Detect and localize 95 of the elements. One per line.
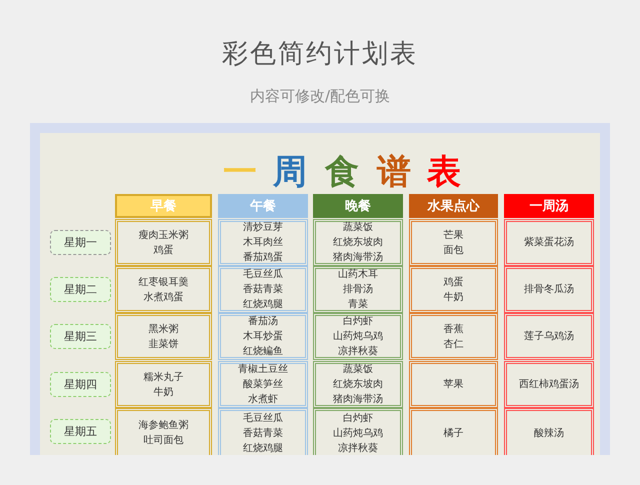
- menu-item: 酸辣汤: [534, 426, 564, 440]
- menu-item: 红烧鸡腿: [243, 298, 283, 312]
- menu-item: 芒果: [444, 228, 464, 242]
- menu-item: 酸菜笋丝: [243, 378, 283, 392]
- menu-item: 面包: [444, 244, 464, 258]
- menu-item: 猪肉海带汤: [333, 250, 383, 265]
- table-cell: [409, 219, 498, 266]
- table-cell: [218, 313, 308, 360]
- menu-item: 排骨冬瓜汤: [524, 282, 574, 297]
- menu-item: 排骨汤: [343, 282, 373, 297]
- table-cell: [313, 408, 403, 455]
- menu-item: 番茄汤: [248, 314, 278, 329]
- menu-item: 木耳炒蛋: [243, 330, 283, 344]
- column-header: 水果点心: [409, 194, 498, 218]
- column-header: 一周汤: [504, 194, 594, 218]
- menu-item: 凉拌秋葵: [338, 344, 378, 359]
- table-cell: [218, 266, 308, 313]
- column-header: 晚餐: [313, 194, 403, 218]
- table-cell: [504, 266, 594, 313]
- menu-item: 白灼虾: [343, 314, 373, 329]
- menu-item: 蔬菜饭: [343, 362, 373, 377]
- menu-item: 莲子乌鸡汤: [524, 330, 574, 344]
- table-cell: [313, 313, 403, 360]
- menu-item: 紫菜蛋花汤: [524, 236, 574, 250]
- subtitle: 内容可修改/配色可换: [248, 87, 392, 106]
- table-cell: [504, 408, 594, 455]
- heading-character: 一: [222, 151, 258, 194]
- menu-item: 青椒土豆丝: [238, 362, 288, 377]
- table-cell: [115, 408, 212, 455]
- day-label: 星期四: [50, 372, 111, 397]
- menu-item: 水煮鸡蛋: [144, 290, 184, 304]
- menu-item: 山药炖乌鸡: [333, 426, 383, 440]
- heading-character: 食: [324, 151, 360, 194]
- menu-item: 山药木耳: [338, 268, 378, 282]
- menu-item: 蔬菜饭: [343, 220, 373, 235]
- menu-item: 香菇青菜: [243, 282, 283, 297]
- menu-item: 瘦肉玉米粥: [138, 228, 188, 242]
- table-cell: [218, 408, 308, 455]
- table-cell: [504, 361, 594, 408]
- menu-item: 毛豆丝瓜: [243, 412, 283, 426]
- menu-item: 白灼虾: [343, 412, 373, 426]
- menu-item: 西红柿鸡蛋汤: [519, 378, 579, 392]
- column-header: 午餐: [218, 194, 308, 218]
- menu-item: 糯米丸子: [144, 370, 184, 384]
- menu-item: 鸡蛋: [154, 244, 174, 258]
- menu-item: 青菜: [348, 298, 368, 312]
- table-cell: [313, 361, 403, 408]
- heading-character: 表: [426, 151, 462, 194]
- table-cell: [409, 266, 498, 313]
- menu-item: 红烧东坡肉: [333, 236, 383, 250]
- menu-item: 杏仁: [444, 338, 464, 352]
- menu-item: 韭菜饼: [148, 338, 178, 352]
- menu-item: 海参鲍鱼粥: [138, 418, 188, 433]
- table-cell: [115, 313, 212, 360]
- menu-item: 木耳肉丝: [243, 236, 283, 250]
- menu-item: 橘子: [444, 426, 464, 440]
- table-cell: [313, 219, 403, 266]
- menu-item: 凉拌秋葵: [338, 442, 378, 456]
- menu-item: 红烧东坡肉: [333, 378, 383, 392]
- menu-item: 鸡蛋: [444, 276, 464, 290]
- day-label: 星期一: [50, 230, 111, 255]
- heading-character: 谱: [376, 151, 412, 194]
- menu-item: 水煮虾: [248, 392, 278, 407]
- menu-item: 清炒豆芽: [243, 220, 283, 235]
- menu-item: 香蕉: [444, 322, 464, 336]
- menu-item: 红枣银耳羹: [138, 276, 188, 290]
- table-cell: [115, 266, 212, 313]
- menu-item: 山药炖乌鸡: [333, 330, 383, 344]
- table-cell: [218, 361, 308, 408]
- day-label: 星期二: [50, 277, 111, 302]
- menu-item: 牛奶: [444, 290, 464, 304]
- table-cell: [115, 361, 212, 408]
- menu-item: 苹果: [444, 378, 464, 392]
- table-cell: [504, 219, 594, 266]
- menu-item: 毛豆丝瓜: [243, 268, 283, 282]
- menu-item: 吐司面包: [144, 434, 184, 448]
- day-label: 星期五: [50, 419, 111, 444]
- menu-item: 红烧鳊鱼: [243, 344, 283, 359]
- menu-item: 香菇青菜: [243, 426, 283, 440]
- menu-item: 黑米粥: [148, 322, 178, 336]
- column-header: 早餐: [115, 194, 212, 218]
- table-cell: [409, 361, 498, 408]
- menu-item: 红烧鸡腿: [243, 442, 283, 456]
- menu-item: 牛奶: [154, 386, 174, 400]
- table-cell: [218, 219, 308, 266]
- table-cell: [313, 266, 403, 313]
- table-cell: [115, 219, 212, 266]
- menu-item: 猪肉海带汤: [333, 392, 383, 407]
- table-cell: [409, 313, 498, 360]
- table-cell: [409, 408, 498, 455]
- table-cell: [504, 313, 594, 360]
- heading-character: 周: [272, 151, 308, 194]
- menu-item: 番茄鸡蛋: [243, 250, 283, 265]
- day-label: 星期三: [50, 324, 111, 349]
- title: 彩色简约计划表: [221, 38, 419, 71]
